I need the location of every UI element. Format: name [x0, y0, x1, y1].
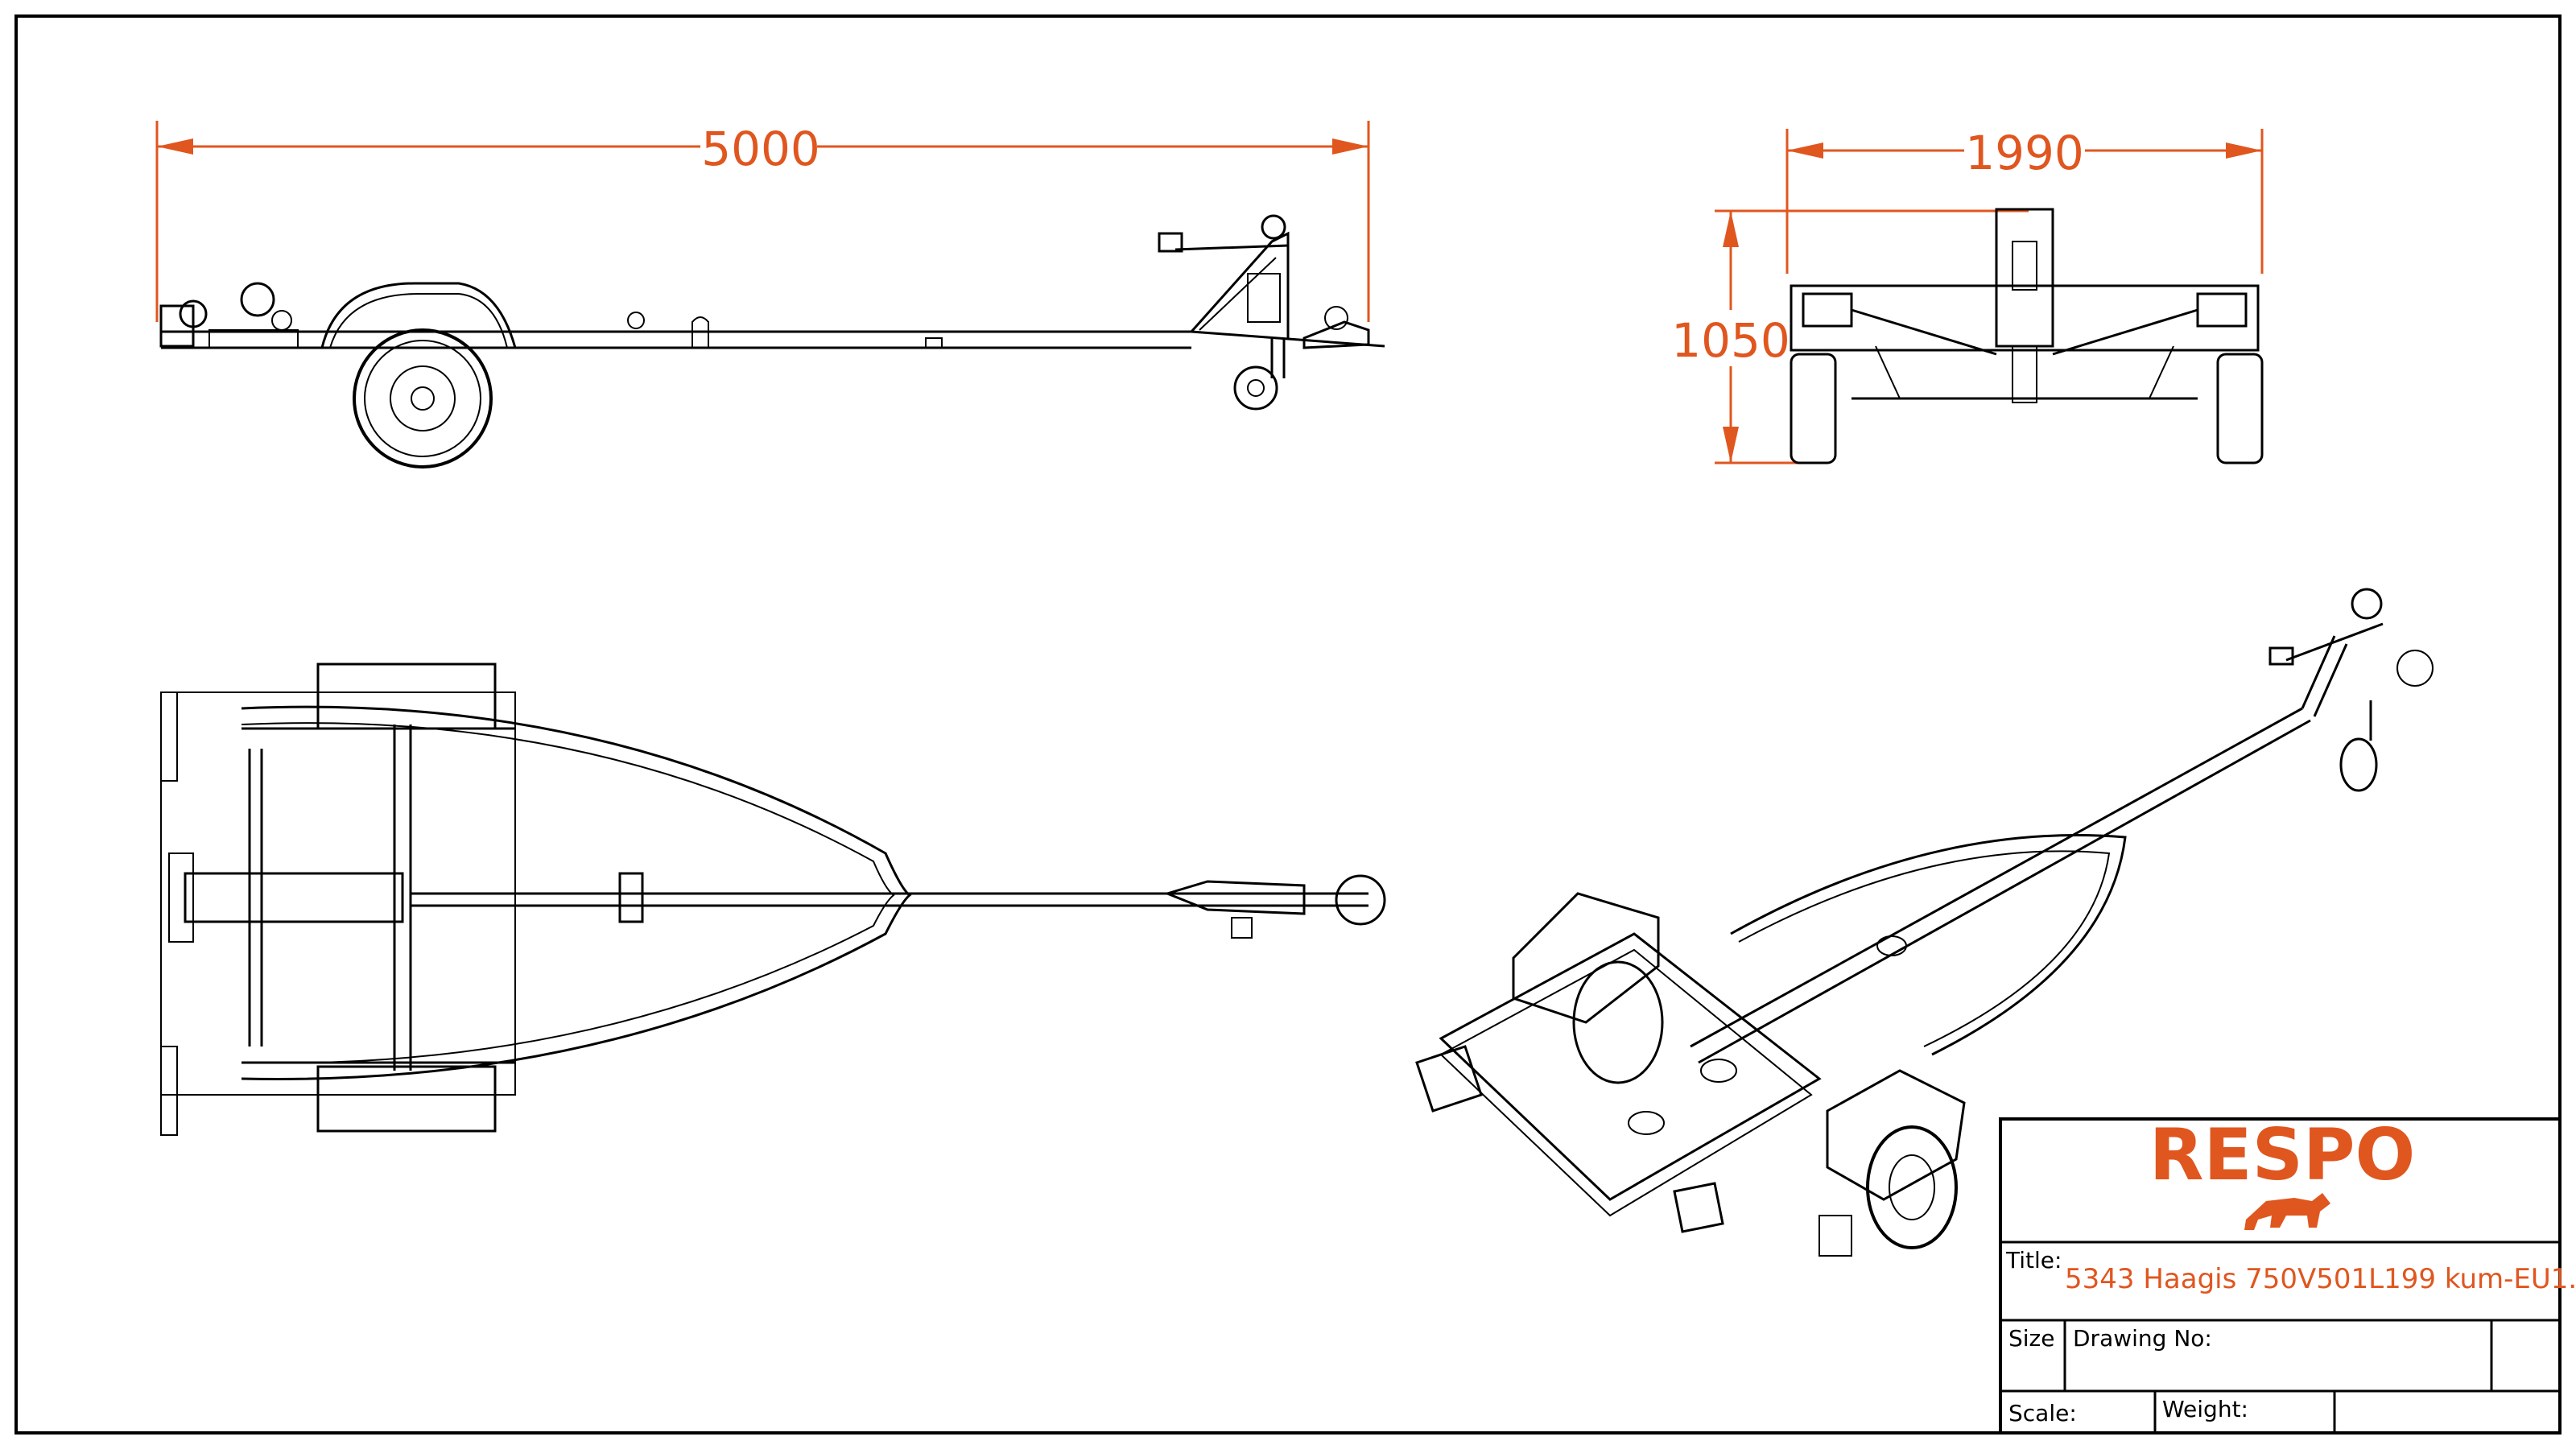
top-view [160, 663, 1386, 1136]
scale-label: Scale: [2008, 1400, 2077, 1426]
title-block: RESPO Title: 5343 Haagis 750V501L199 kum… [1999, 1113, 2576, 1435]
rear-view: 1990 1050 [1671, 126, 2264, 464]
title-value: 5343 Haagis 750V501L199 kum-EU1. [2065, 1263, 2576, 1295]
isometric-view [1415, 588, 2434, 1257]
brand-logo: RESPO [2149, 1113, 2416, 1196]
height-dimension: 1050 [1671, 209, 2029, 464]
iso-wheel-rear [1572, 960, 1664, 1084]
iso-wheel-front [1866, 1125, 1958, 1249]
weight-label: Weight: [2162, 1396, 2248, 1422]
bull-icon [2244, 1193, 2330, 1230]
width-dimension: 1990 [1785, 126, 2264, 274]
width-dimension-text: 1990 [1965, 126, 2084, 180]
side-view: 5000 [155, 121, 1385, 469]
side-wheel [353, 328, 493, 469]
sheet-border [14, 14, 2562, 1435]
height-dimension-text: 1050 [1671, 313, 1790, 368]
length-dimension-text: 5000 [701, 122, 820, 176]
drawing-no-label: Drawing No: [2073, 1325, 2212, 1352]
length-dimension: 5000 [155, 121, 1370, 322]
title-label: Title: [2005, 1247, 2062, 1274]
size-label: Size [2008, 1325, 2054, 1352]
